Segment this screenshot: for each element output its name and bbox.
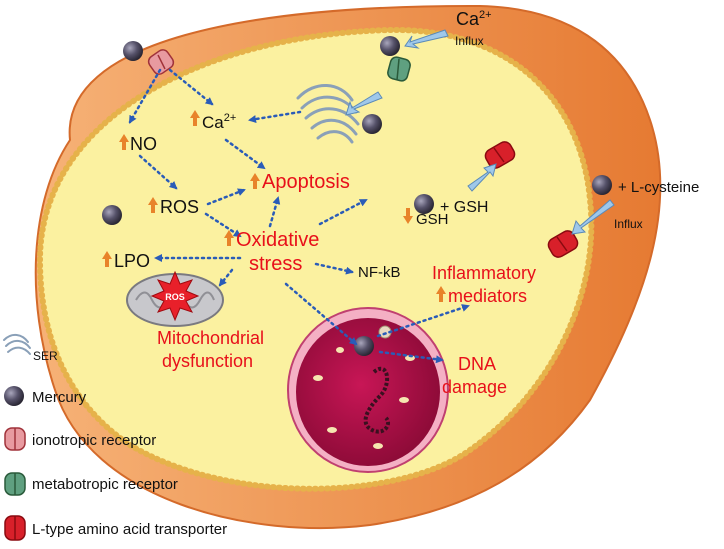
legend-metabotropic-label: metabotropic receptor [32,476,178,493]
influx-top-label: Influx [455,34,484,48]
ca-inside-label: Ca [202,113,224,132]
legend-ionotropic-label: ionotropic receptor [32,432,156,449]
mercury-atom [592,175,612,195]
dna-damage-line1: DNA [458,354,496,374]
inflammatory-mediators-line1: Inflammatory [432,263,536,283]
plus-gsh-label: + GSH [440,199,488,216]
down-arrow-icon [403,208,413,224]
mercury-legend-icon [4,386,24,406]
diagram-labels: Ca2+ Influx Ca2+ NO ROS GSH + GSH + L-cy… [114,9,699,281]
lpo-label: LPO [114,251,150,271]
ca-outside-label: Ca [456,9,480,29]
up-arrow-icon [102,251,112,267]
legend: SER Mercury ionotropic receptor metabotr… [3,334,227,541]
inflammatory-mediators-line2: mediators [448,286,527,306]
red-outcome-labels: Apoptosis Oxidative stress Inflammatory … [157,171,536,397]
mercury-atom [362,114,382,134]
mercury-atom-nucleus [354,336,374,356]
nfkb-label: NF-kB [358,264,401,281]
gsh-down-label: GSH [416,211,449,228]
mercury-atom [414,194,434,214]
dna-damage-line2: damage [442,377,507,397]
plus-cysteine-label: + L-cysteine [618,179,699,196]
svg-text:Ca2+: Ca2+ [456,9,492,29]
up-arrow-icon [436,286,446,302]
nucleus [287,307,449,473]
lat-transporter-right-icon [547,230,579,258]
mercury-atom [380,36,400,56]
svg-text:Ca2+: Ca2+ [202,112,236,132]
legend-ser: SER [3,334,58,363]
oxidative-stress-line2: stress [249,253,302,275]
oxidative-stress-line1: Oxidative [236,229,319,251]
legend-mercury: Mercury [4,386,87,406]
lat-transporter-top-icon [484,141,516,169]
no-label: NO [130,134,157,154]
pathway-connectors [128,68,470,364]
change-indicator-arrows [102,110,446,302]
mercury-atom [102,205,122,225]
up-arrow-icon [250,173,260,189]
cytoplasm [36,26,595,492]
ser-legend-icon [3,334,31,355]
legend-ionotropic: ionotropic receptor [4,427,156,451]
ser-organelle [296,84,360,144]
mitochondrial-dysfunction-line1: Mitochondrial [157,328,264,348]
up-arrow-icon [224,230,234,246]
ca-inside-superscript: 2+ [224,112,237,124]
ros-label: ROS [160,197,199,217]
ca-outside-superscript: 2+ [479,9,492,21]
mito-ros-label: ROS [165,292,185,302]
metabotropic-receptor-icon [387,56,411,82]
ionotropic-receptor-icon [147,49,175,75]
legend-ser-label: SER [33,349,58,363]
mitochondrial-dysfunction-line2: dysfunction [162,351,253,371]
influx-right-label: Influx [614,217,643,231]
legend-mercury-label: Mercury [32,389,87,406]
legend-lat: L-type amino acid transporter [4,515,227,541]
up-arrow-icon [119,134,129,150]
legend-metabotropic: metabotropic receptor [4,472,178,496]
up-arrow-icon [148,197,158,213]
up-arrow-icon [190,110,200,126]
apoptosis-label: Apoptosis [262,171,350,193]
mercury-atoms [102,36,612,225]
mercury-atom [123,41,143,61]
mitochondrion: ROS [126,270,224,327]
legend-lat-label: L-type amino acid transporter [32,521,227,538]
ros-starburst-icon [150,270,200,322]
influx-arrows [345,29,615,235]
